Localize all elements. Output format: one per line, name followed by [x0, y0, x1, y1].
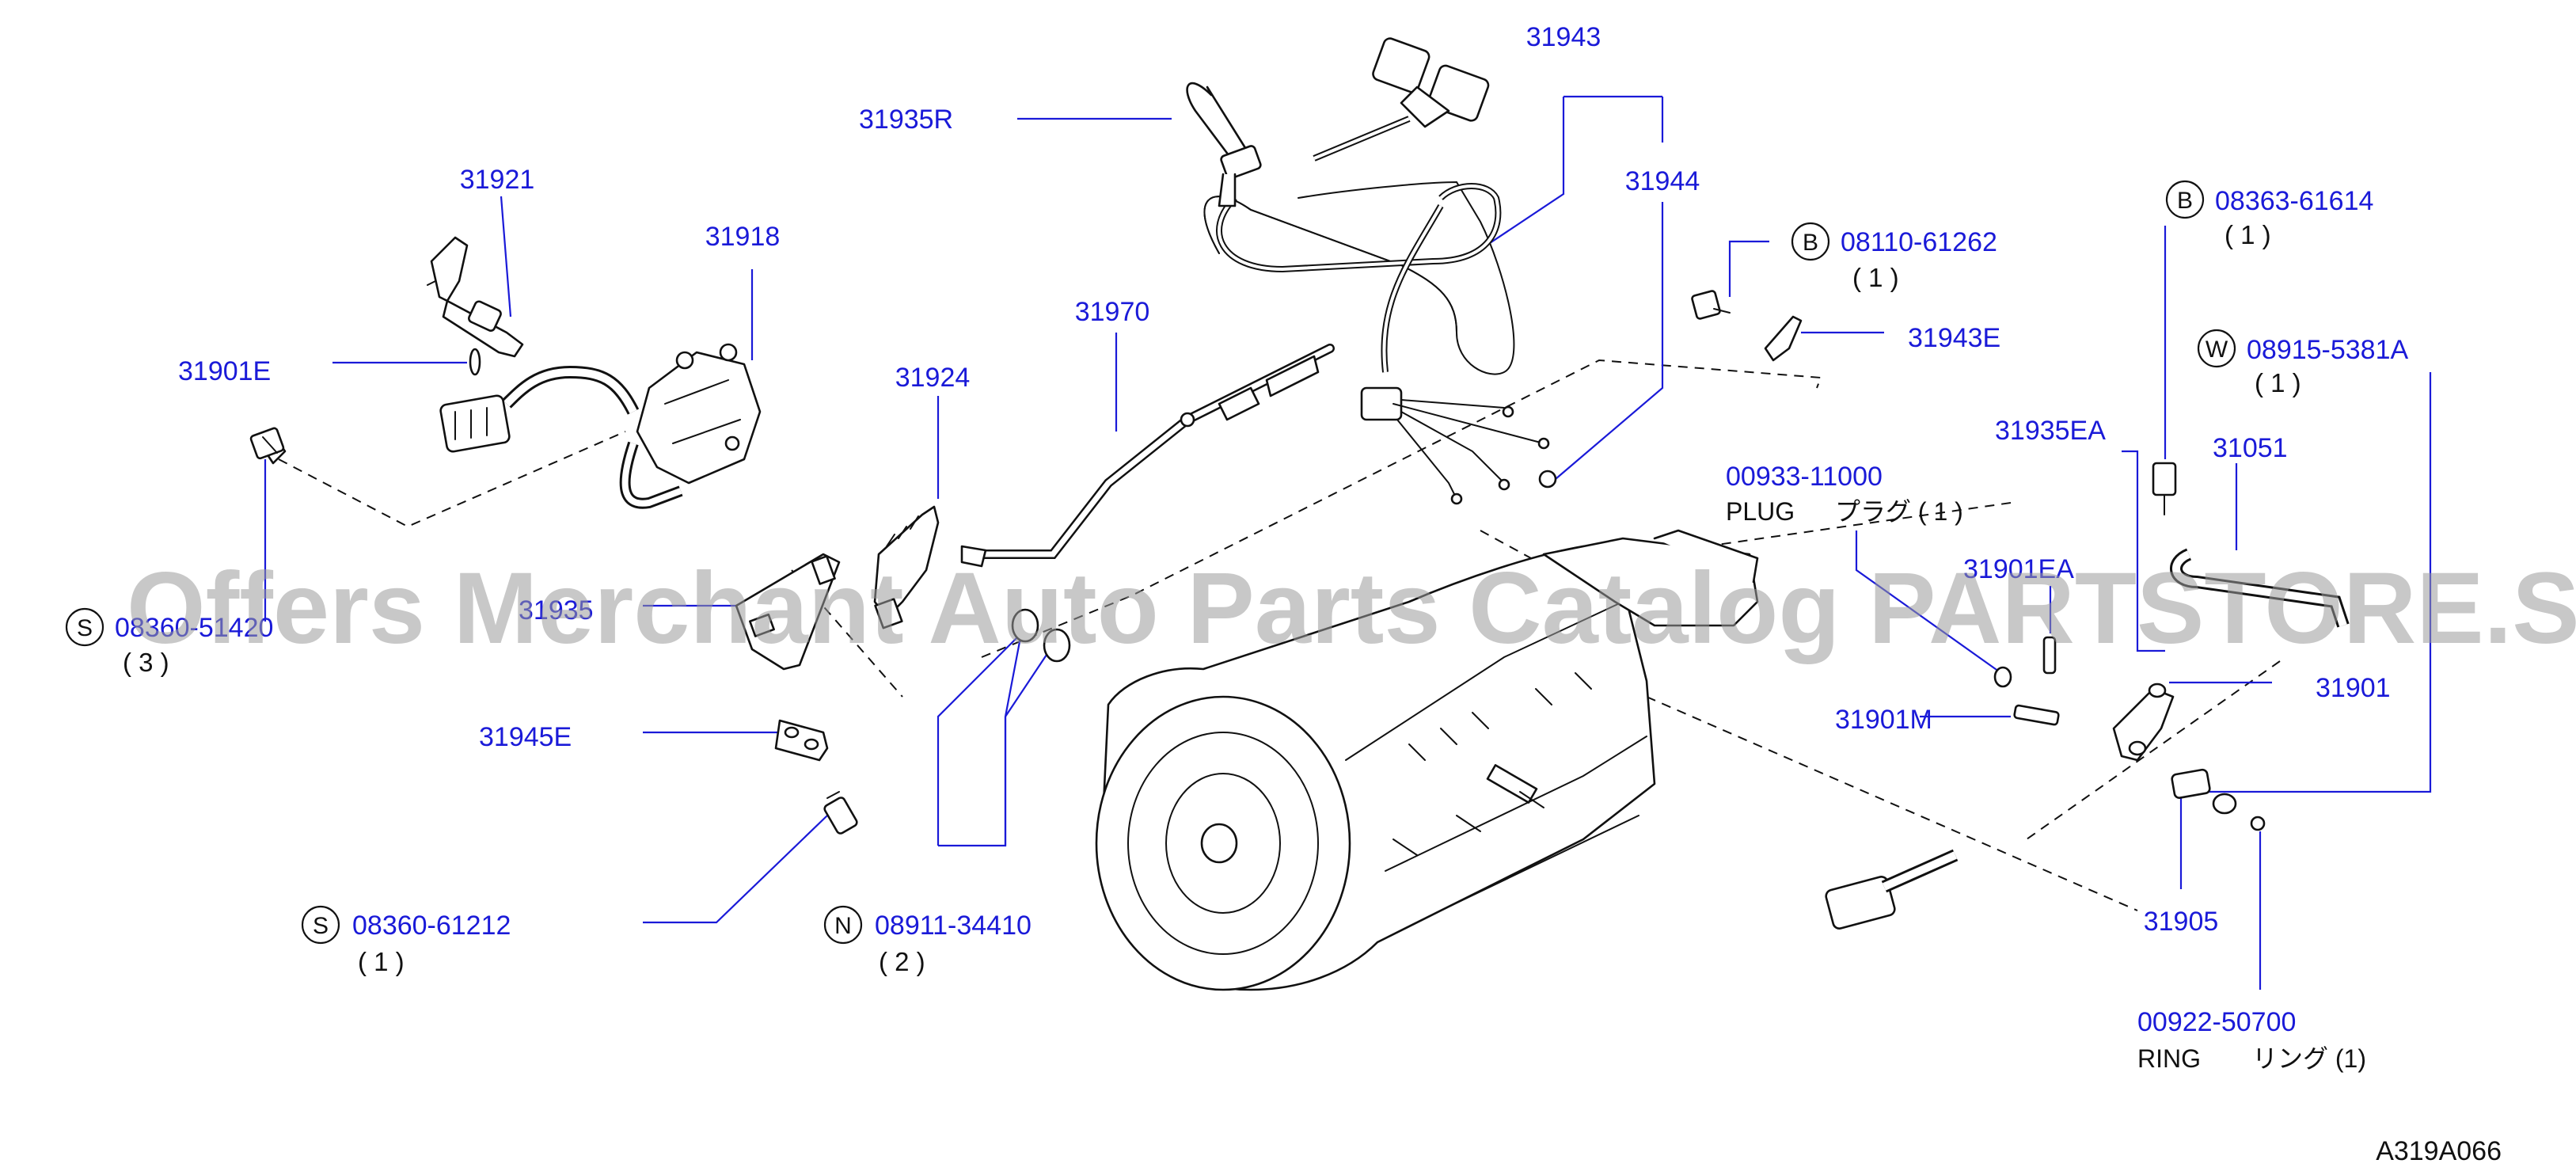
part-label-31901[interactable]: 31901	[2316, 673, 2391, 703]
fastener-number[interactable]: 08915-5381A	[2247, 335, 2409, 365]
ring-number[interactable]: 00922-50700	[2137, 1007, 2296, 1037]
fastener-badge: N	[834, 913, 852, 939]
part-label-31935R[interactable]: 31935R	[859, 105, 953, 135]
fastener-number[interactable]: 08363-61614	[2215, 186, 2373, 216]
fastener-callout[interactable]: S 08360-61212 ( 1 )	[301, 905, 511, 976]
watermark-text: Offers Merchant Auto Parts Catalog PARTS…	[127, 552, 2576, 665]
fastener-badge: B	[1803, 230, 1818, 256]
fastener-badge: W	[2206, 337, 2228, 363]
part-label-31905[interactable]: 31905	[2144, 907, 2219, 937]
bracket-icon	[735, 553, 841, 671]
part-label-31943E[interactable]: 31943E	[1908, 323, 2000, 353]
part-labels: 31943 31935R 31944 31921 31918 31970 319…	[178, 22, 2391, 937]
nut-icon	[1011, 608, 1071, 663]
fastener-number[interactable]: 08110-61262	[1841, 227, 1997, 257]
part-label-31901M[interactable]: 31901M	[1835, 705, 1932, 735]
switch-icon	[439, 343, 762, 509]
plate-icon	[774, 719, 829, 762]
fastener-qty: ( 2 )	[879, 947, 925, 976]
part-label-31935EA[interactable]: 31935EA	[1995, 416, 2106, 446]
diagram-code: A319A066	[2376, 1136, 2502, 1166]
sensor-icon	[427, 236, 524, 358]
clip-icon	[1691, 290, 1803, 362]
plug-number[interactable]: 00933-11000	[1726, 462, 1883, 492]
part-label-31944[interactable]: 31944	[1625, 166, 1700, 196]
part-label-31918[interactable]: 31918	[705, 222, 781, 252]
part-label-31935[interactable]: 31935	[519, 595, 594, 626]
part-label-31945E[interactable]: 31945E	[479, 722, 572, 752]
fastener-qty: ( 1 )	[1852, 263, 1899, 292]
fastener-callout[interactable]: S 08360-51420 ( 3 )	[65, 607, 273, 677]
fastener-badge: B	[2177, 188, 2193, 214]
tube-icon	[2170, 548, 2350, 628]
ring-callout[interactable]: 00922-50700 RING リング (1)	[2137, 1007, 2366, 1073]
fastener-number[interactable]: 08360-51420	[115, 613, 273, 643]
fastener-callout[interactable]: N 08911-34410 ( 2 )	[823, 905, 1032, 976]
fastener-qty: ( 1 )	[2255, 368, 2301, 397]
part-label-31901E[interactable]: 31901E	[178, 356, 271, 386]
bolt-icon	[2152, 462, 2177, 515]
pin-icon	[1993, 636, 2060, 726]
part-label-31051[interactable]: 31051	[2213, 433, 2288, 463]
fastener-number[interactable]: 08911-34410	[875, 911, 1032, 941]
fastener-callout[interactable]: W 08915-5381A ( 1 )	[2197, 329, 2409, 397]
fastener-qty: ( 1 )	[358, 947, 405, 976]
oring-icon	[469, 348, 481, 376]
fastener-badge: S	[313, 913, 329, 939]
fastener-badge: S	[77, 615, 93, 641]
fastener-qty: ( 1 )	[2225, 220, 2271, 249]
bolt-icon	[823, 791, 858, 835]
connector-icon	[1825, 849, 1959, 930]
cable-icon	[960, 344, 1335, 568]
fastener-callout[interactable]: B 08363-61614 ( 1 )	[2165, 180, 2373, 249]
fastener-qty: ( 3 )	[123, 648, 169, 677]
bolt-icon	[249, 427, 287, 465]
part-label-31921[interactable]: 31921	[460, 165, 535, 195]
wiring-harness-icon	[1186, 37, 1557, 505]
fastener-callout[interactable]: B 08110-61262 ( 1 )	[1791, 222, 1997, 292]
ring-name: RING	[2137, 1044, 2201, 1073]
transmission-icon	[1095, 529, 1759, 991]
part-label-31943[interactable]: 31943	[1526, 22, 1601, 52]
part-label-31924[interactable]: 31924	[895, 363, 971, 393]
leader-lines	[264, 95, 2432, 990]
plug-jp-name: プラグ ( 1 )	[1835, 497, 1963, 526]
plug-callout[interactable]: 00933-11000 PLUG プラグ ( 1 )	[1726, 462, 1963, 526]
part-label-31901EA[interactable]: 31901EA	[1963, 554, 2074, 584]
part-label-31970[interactable]: 31970	[1075, 297, 1150, 327]
ring-jp-name: リング (1)	[2252, 1044, 2366, 1073]
plug-name: PLUG	[1726, 497, 1795, 526]
detent-plate-icon	[873, 505, 940, 629]
fastener-number[interactable]: 08360-61212	[352, 911, 511, 941]
speed-sensor-icon	[2112, 683, 2266, 831]
